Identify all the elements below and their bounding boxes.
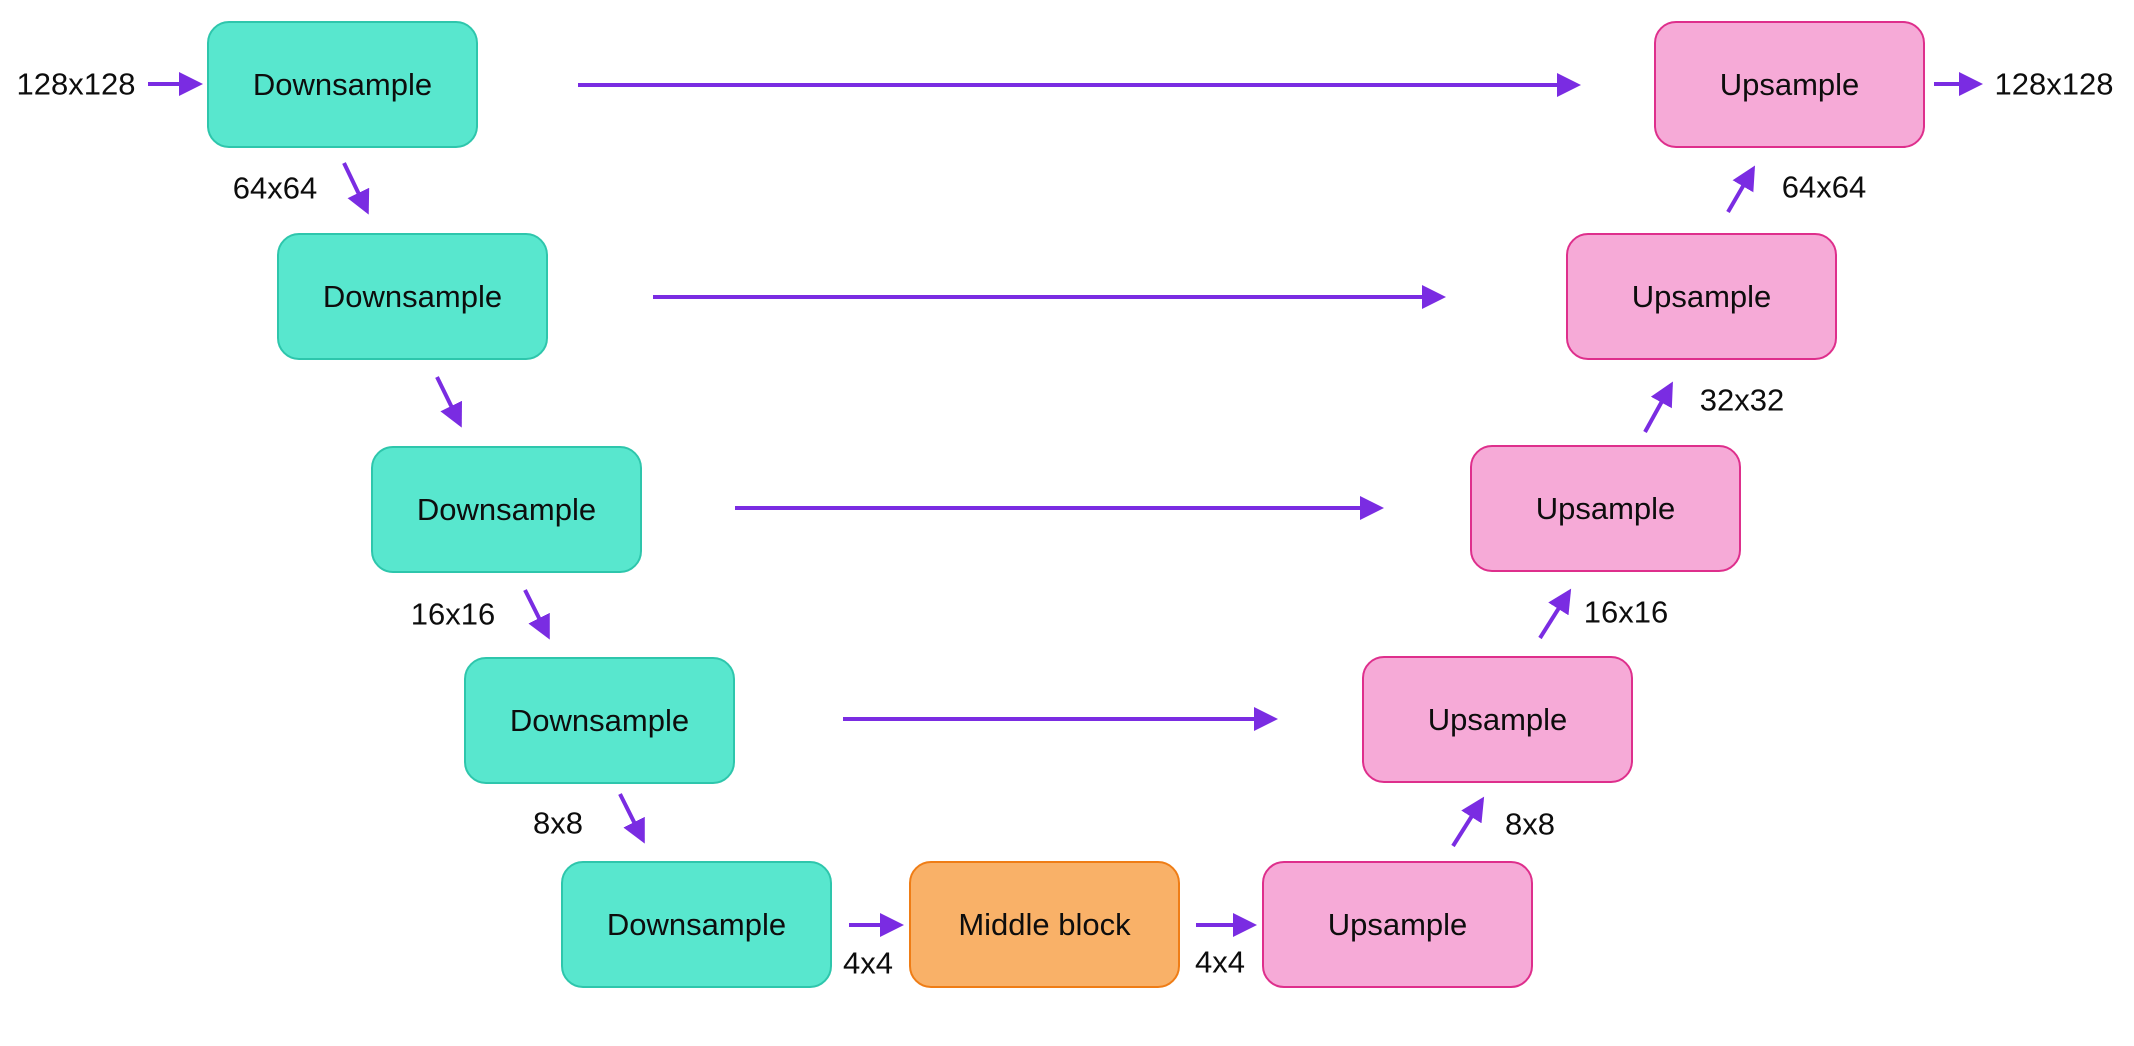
size-label-right-32x32: 32x32 xyxy=(1699,382,1785,418)
size-label-output-128x128: 128x128 xyxy=(1994,66,2114,102)
upsample-arrow-1 xyxy=(1726,165,1756,214)
upsample-block-2: Upsample xyxy=(1566,233,1837,360)
middle-block: Middle block xyxy=(909,861,1180,988)
downsample-block-2: Downsample xyxy=(277,233,548,360)
size-label-right-16x16: 16x16 xyxy=(1583,594,1669,630)
downsample-arrow-2 xyxy=(435,376,462,428)
upsample-block-4: Upsample xyxy=(1362,656,1633,783)
size-label-left-16x16: 16x16 xyxy=(410,596,496,632)
upsample-block-3: Upsample xyxy=(1470,445,1741,572)
size-label-bottleneck-left-4x4: 4x4 xyxy=(843,945,893,981)
downsample-block-5: Downsample xyxy=(561,861,832,988)
downsample-arrow-4 xyxy=(618,793,645,844)
upsample-arrow-4 xyxy=(1451,796,1485,848)
size-label-right-8x8: 8x8 xyxy=(1505,806,1555,842)
size-label-left-8x8: 8x8 xyxy=(533,805,583,841)
downsample-block-3: Downsample xyxy=(371,446,642,573)
upsample-arrow-2 xyxy=(1643,381,1673,433)
upsample-arrow-3 xyxy=(1538,588,1572,640)
upsample-block-1: Upsample xyxy=(1654,21,1925,148)
downsample-block-1: Downsample xyxy=(207,21,478,148)
size-label-left-64x64: 64x64 xyxy=(232,170,318,206)
downsample-arrow-3 xyxy=(523,589,550,640)
size-label-right-64x64: 64x64 xyxy=(1781,169,1867,205)
downsample-arrow-1 xyxy=(342,162,370,215)
size-label-bottleneck-right-4x4: 4x4 xyxy=(1195,944,1245,980)
downsample-block-4: Downsample xyxy=(464,657,735,784)
upsample-block-5: Upsample xyxy=(1262,861,1533,988)
size-label-input-128x128: 128x128 xyxy=(16,66,136,102)
